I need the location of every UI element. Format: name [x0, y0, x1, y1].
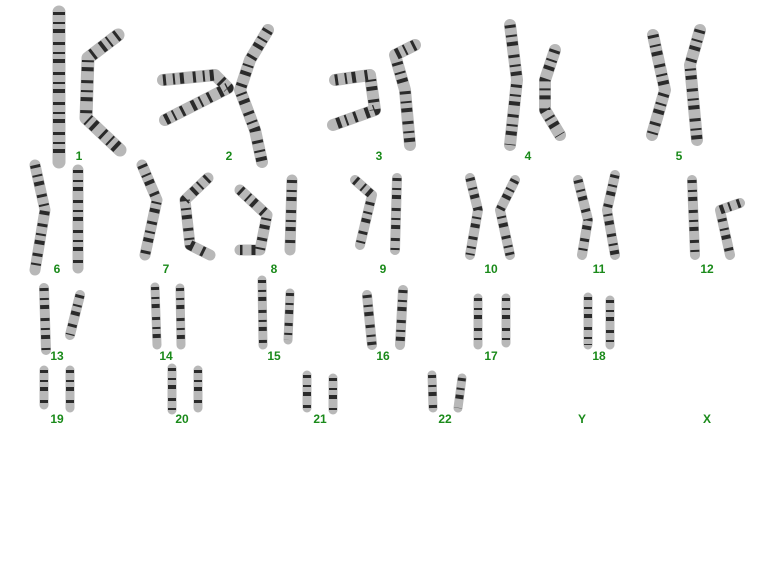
chromosome-bands-11-a	[573, 178, 593, 256]
chromosome-4-b	[539, 44, 566, 141]
label-chr-8: 8	[270, 262, 278, 276]
chromosome-9-a	[350, 175, 377, 250]
chromosome-22-a	[427, 370, 438, 413]
chromosome-bands-8-b	[285, 179, 297, 251]
chromosome-16-a	[362, 290, 377, 350]
chromosome-bands-13-b	[65, 293, 85, 337]
label-chr-15: 15	[267, 349, 281, 363]
label-chr-9: 9	[379, 262, 387, 276]
chromosome-bands-8-a	[236, 186, 272, 255]
label-chr-19: 19	[50, 412, 64, 426]
chromosome-22-b	[453, 373, 467, 413]
label-chr-10: 10	[484, 262, 498, 276]
chromosome-bands-13-a	[39, 287, 51, 351]
chromosome-pair-5	[646, 24, 706, 146]
chromosome-pair-3	[327, 39, 421, 151]
label-chr-1: 1	[75, 149, 83, 163]
chromosome-bands-16-a	[362, 294, 377, 346]
chromosome-pair-16	[362, 285, 408, 350]
chromosome-pair-10	[465, 173, 520, 260]
chromosome-pair-11	[573, 170, 620, 260]
chromosome-pair-14	[150, 282, 186, 350]
chromosome-bands-4-a	[504, 24, 523, 146]
label-chr-2: 2	[225, 149, 233, 163]
chromosome-pair-20	[167, 363, 203, 415]
chromosome-12-b	[715, 198, 745, 260]
chromosome-pair-8	[234, 174, 298, 256]
chromosome-bands-14-a	[151, 286, 161, 346]
chromosome-8-a	[234, 184, 273, 256]
label-chr-4: 4	[524, 149, 532, 163]
chromosome-pair-6	[29, 159, 84, 276]
label-chr-21: 21	[313, 412, 327, 426]
chromosome-pair-17	[473, 293, 511, 350]
label-chr-y: Y	[577, 412, 587, 426]
label-chr-22: 22	[438, 412, 452, 426]
chromosome-bands-2-a	[162, 69, 234, 125]
chromosome-bands-3-b	[389, 40, 418, 146]
chromosome-7-a	[136, 159, 163, 261]
chromosome-bands-5-a	[646, 33, 671, 137]
chromosome-pair-7	[136, 159, 216, 261]
label-chr-17: 17	[484, 349, 498, 363]
chromosome-pair-18	[583, 292, 615, 350]
chromosome-bands-9-b	[390, 177, 402, 251]
chromosome-pair-4	[504, 19, 566, 151]
chromosome-pair-1	[52, 5, 127, 169]
chromosome-16-b	[395, 285, 408, 350]
chromosome-bands-11-b	[602, 173, 620, 256]
label-chr-x: X	[702, 412, 712, 426]
label-chr-16: 16	[376, 349, 390, 363]
chromosome-15-b	[283, 288, 295, 345]
chromosome-bands-12-a	[687, 179, 700, 256]
chromosome-bands-1-b	[80, 30, 125, 155]
label-chr-20: 20	[175, 412, 189, 426]
chromosome-bands-2-b	[234, 27, 273, 164]
chromosome-7-b	[179, 172, 216, 261]
chromosome-pair-22	[427, 370, 467, 413]
chromosome-bands-15-a	[258, 279, 267, 346]
chromosome-5-b	[684, 24, 706, 146]
chromosome-bands-10-b	[495, 177, 520, 256]
label-chr-14: 14	[159, 349, 173, 363]
chromosome-bands-14-b	[176, 287, 185, 346]
chromosome-3-b	[389, 39, 421, 151]
chromosome-6-a	[29, 159, 51, 276]
label-chr-3: 3	[375, 149, 383, 163]
label-chr-7: 7	[162, 262, 170, 276]
label-chr-5: 5	[675, 149, 683, 163]
chromosome-pair-9	[350, 173, 402, 255]
chromosome-bands-10-a	[465, 176, 483, 256]
label-chr-12: 12	[700, 262, 714, 276]
chromosome-bands-3-a	[331, 69, 381, 131]
chromosome-pair-19	[39, 365, 75, 413]
chromosome-pair-21	[302, 370, 338, 415]
chromosome-pair-15	[257, 275, 295, 350]
label-chr-11: 11	[592, 262, 606, 276]
chromosome-pair-12	[687, 175, 745, 260]
chromosome-pair-13	[39, 283, 85, 355]
label-chr-18: 18	[592, 349, 606, 363]
label-chr-6: 6	[53, 262, 61, 276]
chromosome-pair-2	[157, 24, 274, 168]
label-chr-13: 13	[50, 349, 64, 363]
